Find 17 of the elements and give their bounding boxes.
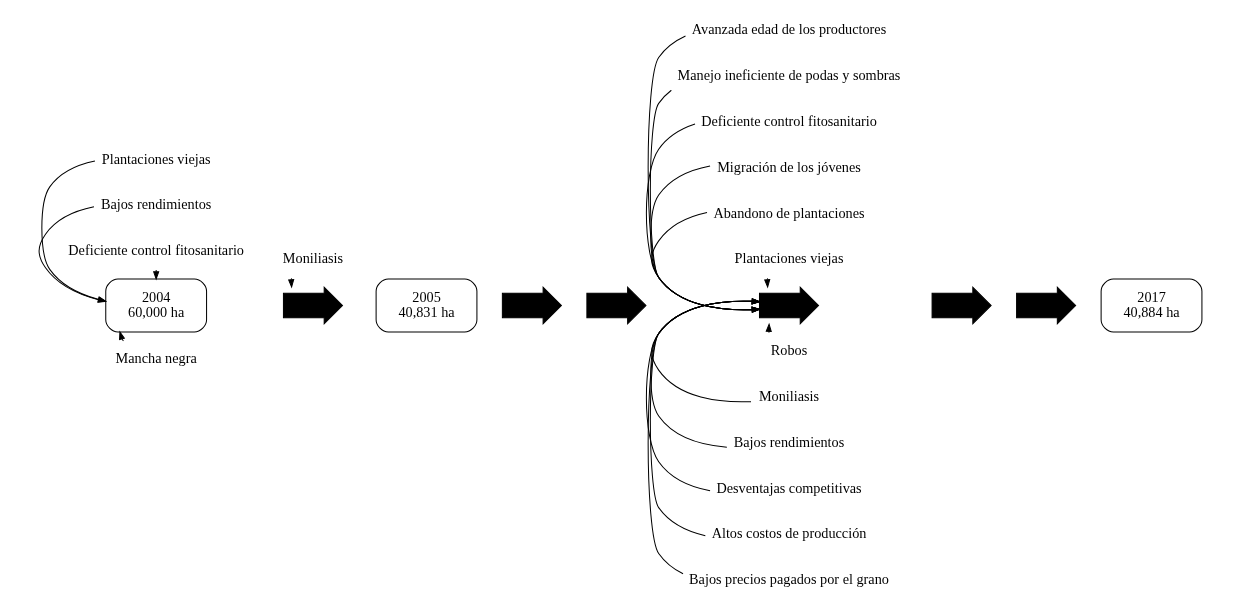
node-text: Migración de los jóvenes <box>717 158 861 175</box>
node-text: Plantaciones viejas <box>101 150 211 167</box>
node-text: Altos costos de producción <box>711 525 867 542</box>
node-text: Desventajas competitivas <box>716 479 862 496</box>
node-text: Deficiente control fitosanitario <box>701 112 877 129</box>
node-text: Moniliasis <box>758 387 820 404</box>
node-text: Avanzada edad de los productores <box>691 21 887 38</box>
node-text: Deficiente control fitosanitario <box>68 242 245 259</box>
node-text: Mancha negra <box>115 350 197 367</box>
node-text: Bajos precios pagados por el grano <box>689 571 889 588</box>
node-text: Moniliasis <box>282 250 344 267</box>
node-text: Bajos rendimientos <box>100 196 212 213</box>
node-text: Robos <box>770 342 808 359</box>
node-text: Plantaciones viejas <box>734 250 844 267</box>
node-text: Manejo ineficiente de podas y sombras <box>677 67 901 84</box>
node-text: Bajos rendimientos <box>733 433 845 450</box>
node-text: Abandono de plantaciones <box>713 204 865 221</box>
